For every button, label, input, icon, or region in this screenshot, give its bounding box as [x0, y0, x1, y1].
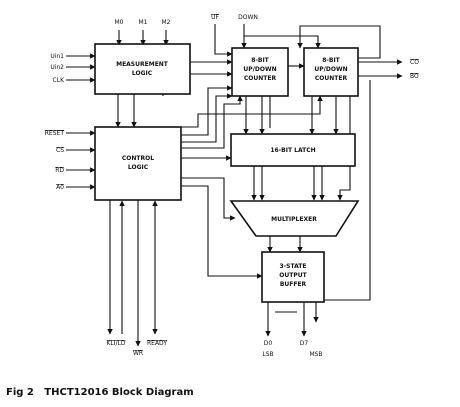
measurement-line-1: MEASUREMENT: [116, 61, 169, 68]
label-uin1: Uin1: [50, 53, 64, 60]
label-reset: RESET: [45, 130, 65, 137]
label-wr: WR: [133, 350, 143, 357]
left-counter-line-2: UP/DOWN: [243, 66, 276, 73]
label-d7: D7: [300, 340, 309, 347]
label-d0: D0: [264, 340, 273, 347]
label-kli-ld: KLI/LD: [106, 340, 125, 347]
label-m2: M2: [162, 19, 171, 26]
measurement-logic-block: MEASUREMENT LOGIC: [94, 43, 191, 95]
label-co: CO: [410, 59, 419, 66]
wires: [66, 24, 403, 347]
signal-labels: M0 M1 M2 UF DOWN Uin1 Uin2 CLK RESET CS …: [45, 14, 419, 358]
control-logic-block: CONTROL LOGIC: [94, 126, 182, 201]
control-line-1: CONTROL: [122, 155, 154, 162]
measurement-line-2: LOGIC: [132, 70, 153, 77]
label-m1: M1: [139, 19, 148, 26]
latch-label: 16-BIT LATCH: [270, 147, 315, 154]
label-clk: CLK: [53, 77, 66, 84]
label-rd: RD: [55, 167, 64, 174]
label-lsb: LSB: [262, 351, 273, 358]
multiplexer-block: MULTIPLEXER: [229, 200, 360, 237]
figure-caption: Fig 2 THCT12016 Block Diagram: [6, 387, 194, 398]
label-m0: M0: [115, 19, 124, 26]
label-cs: CS: [56, 147, 64, 154]
left-counter-line-1: 8-BIT: [251, 57, 269, 64]
label-msb: MSB: [309, 351, 322, 358]
buffer-block: 3-STATE OUTPUT BUFFER: [261, 251, 325, 303]
mux-label: MULTIPLEXER: [271, 216, 317, 223]
label-bo: BO: [410, 73, 419, 80]
left-counter-block: 8-BIT UP/DOWN COUNTER: [231, 47, 289, 97]
right-counter-line-1: 8-BIT: [322, 57, 340, 64]
left-counter-line-3: COUNTER: [244, 75, 277, 82]
buffer-line-3: BUFFER: [280, 281, 307, 288]
buffer-line-2: OUTPUT: [279, 272, 307, 279]
right-counter-line-3: COUNTER: [315, 75, 348, 82]
right-counter-block: 8-BIT UP/DOWN COUNTER: [303, 47, 359, 97]
right-counter-line-2: UP/DOWN: [314, 66, 347, 73]
label-down: DOWN: [238, 14, 258, 21]
control-line-2: LOGIC: [128, 164, 149, 171]
label-ready: READY: [147, 340, 167, 347]
label-a0: A0: [56, 184, 64, 191]
buffer-line-1: 3-STATE: [280, 263, 307, 270]
label-uf: UF: [211, 14, 219, 21]
latch-block: 16-BIT LATCH: [230, 133, 356, 167]
label-uin2: Uin2: [50, 64, 64, 71]
